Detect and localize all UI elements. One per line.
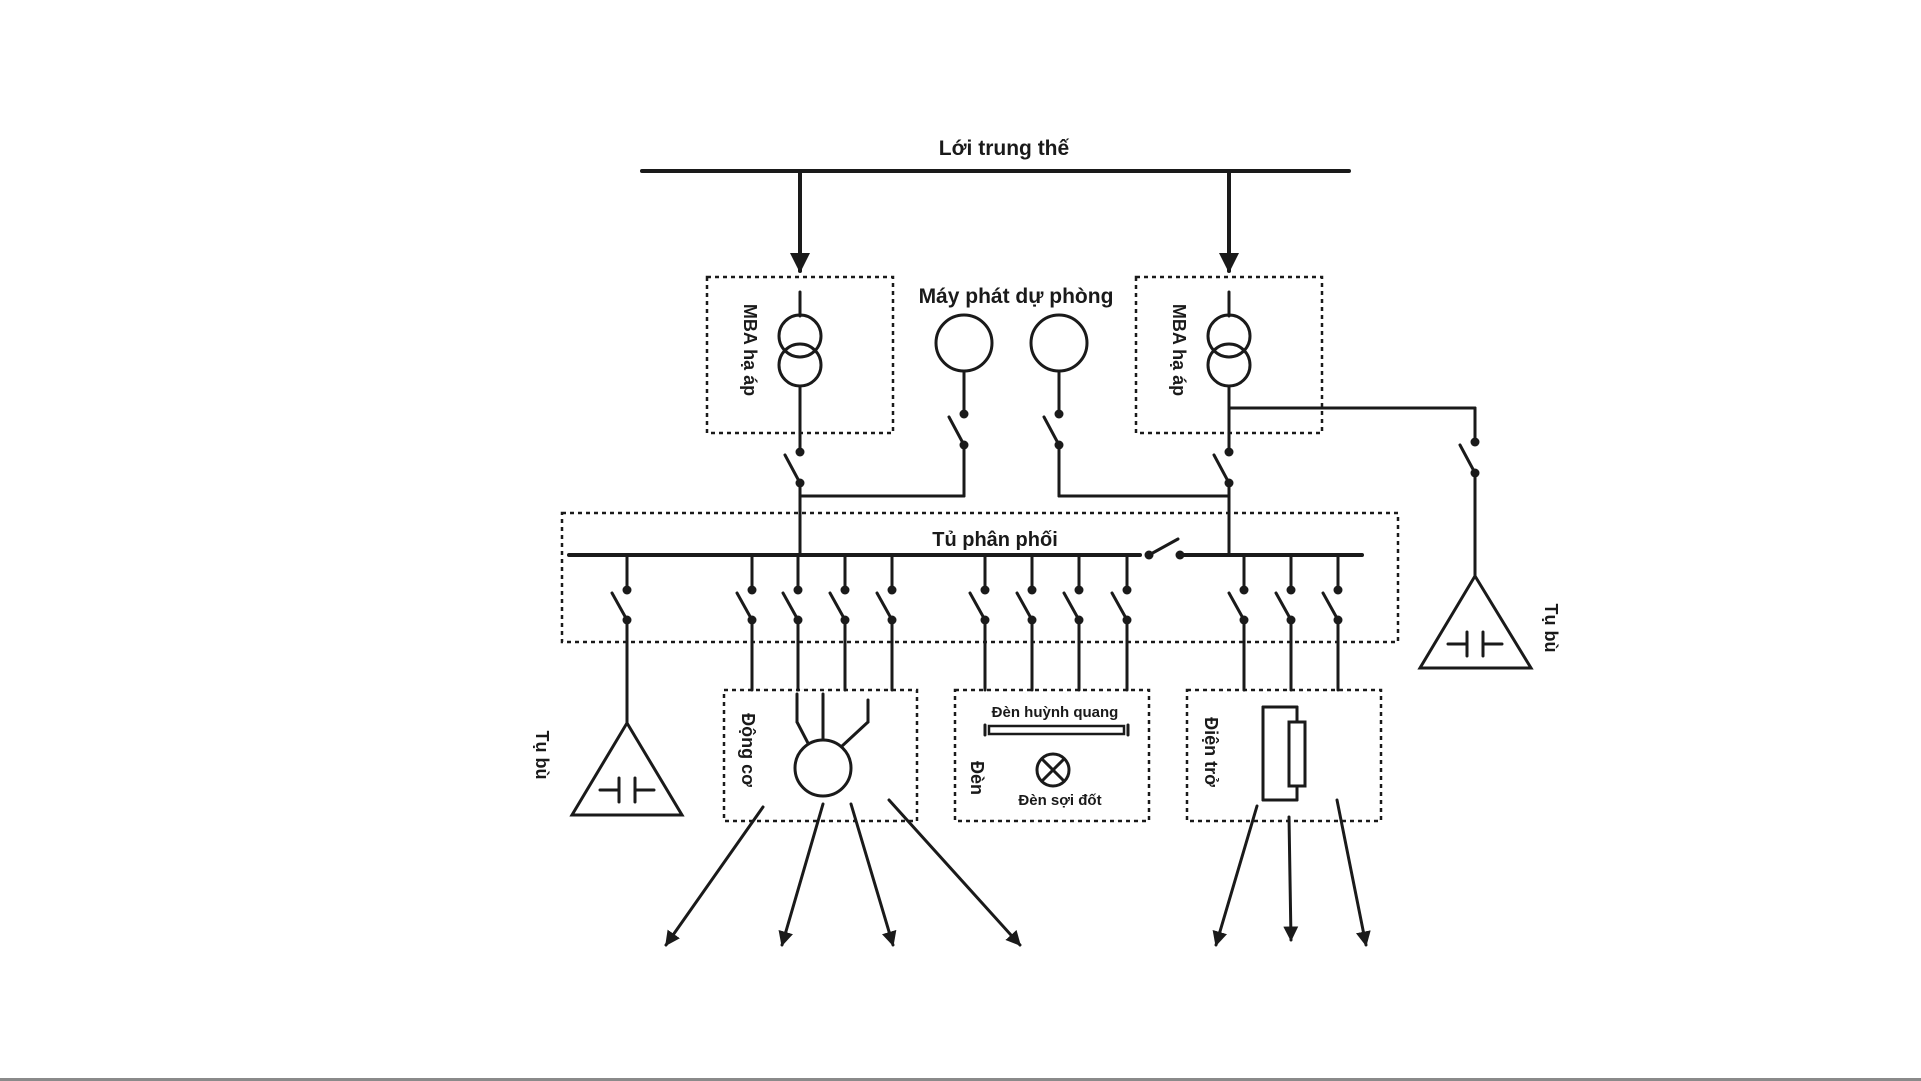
motor-icon xyxy=(795,694,868,796)
transformer-right-label: MBA hạ áp xyxy=(1169,304,1189,396)
feeder-switches xyxy=(612,555,1343,690)
feeder-switch[interactable] xyxy=(1017,555,1037,690)
transformer-left-label: MBA hạ áp xyxy=(740,304,760,396)
grid-label: Lới trung thế xyxy=(939,137,1070,160)
backup-generator-label: Máy phát dự phòng xyxy=(919,285,1114,308)
capacitor-left-icon xyxy=(572,723,682,815)
capacitor-right-label: Tụ bù xyxy=(1541,604,1561,653)
incandescent-lamp-icon xyxy=(1037,754,1069,786)
transformer-left-switch[interactable] xyxy=(785,448,805,488)
feeder-switch[interactable] xyxy=(783,555,803,690)
resistor-label: Điện trở xyxy=(1201,717,1221,787)
feeder-switch[interactable] xyxy=(877,555,897,690)
feeder-switch[interactable] xyxy=(612,555,632,625)
transformer-left-icon xyxy=(779,292,821,452)
feeder-switch[interactable] xyxy=(737,555,757,690)
fluorescent-label: Đèn huỳnh quang xyxy=(992,704,1119,721)
generator-1-switch[interactable] xyxy=(949,410,969,450)
transformer-right-switch[interactable] xyxy=(1214,448,1234,488)
feeder-switch[interactable] xyxy=(1112,555,1132,690)
generator-2-icon xyxy=(1031,315,1087,371)
feeder-switch[interactable] xyxy=(970,555,990,690)
bus-tie-switch[interactable] xyxy=(1145,539,1185,560)
resistor-icon xyxy=(1263,707,1305,800)
lamps-label: Đèn xyxy=(967,761,987,795)
motor-label: Động cơ xyxy=(738,713,758,787)
generator-2-switch[interactable] xyxy=(1044,410,1064,450)
feeder-switch[interactable] xyxy=(1064,555,1084,690)
fluorescent-lamp-icon xyxy=(985,725,1128,735)
capacitor-left-label: Tụ bù xyxy=(532,731,552,780)
capacitor-right-icon xyxy=(1420,576,1531,668)
capacitor-right-switch[interactable] xyxy=(1460,438,1480,478)
distribution-cabinet-label: Tủ phân phối xyxy=(932,529,1058,551)
feeder-switch[interactable] xyxy=(1276,555,1296,690)
transformer-right-icon xyxy=(1208,292,1250,452)
generator-1-icon xyxy=(936,315,992,371)
feeder-switch[interactable] xyxy=(1229,555,1249,690)
incandescent-label: Đèn sợi đốt xyxy=(1018,792,1101,809)
feeder-switch[interactable] xyxy=(830,555,850,690)
feeder-switch[interactable] xyxy=(1323,555,1343,690)
